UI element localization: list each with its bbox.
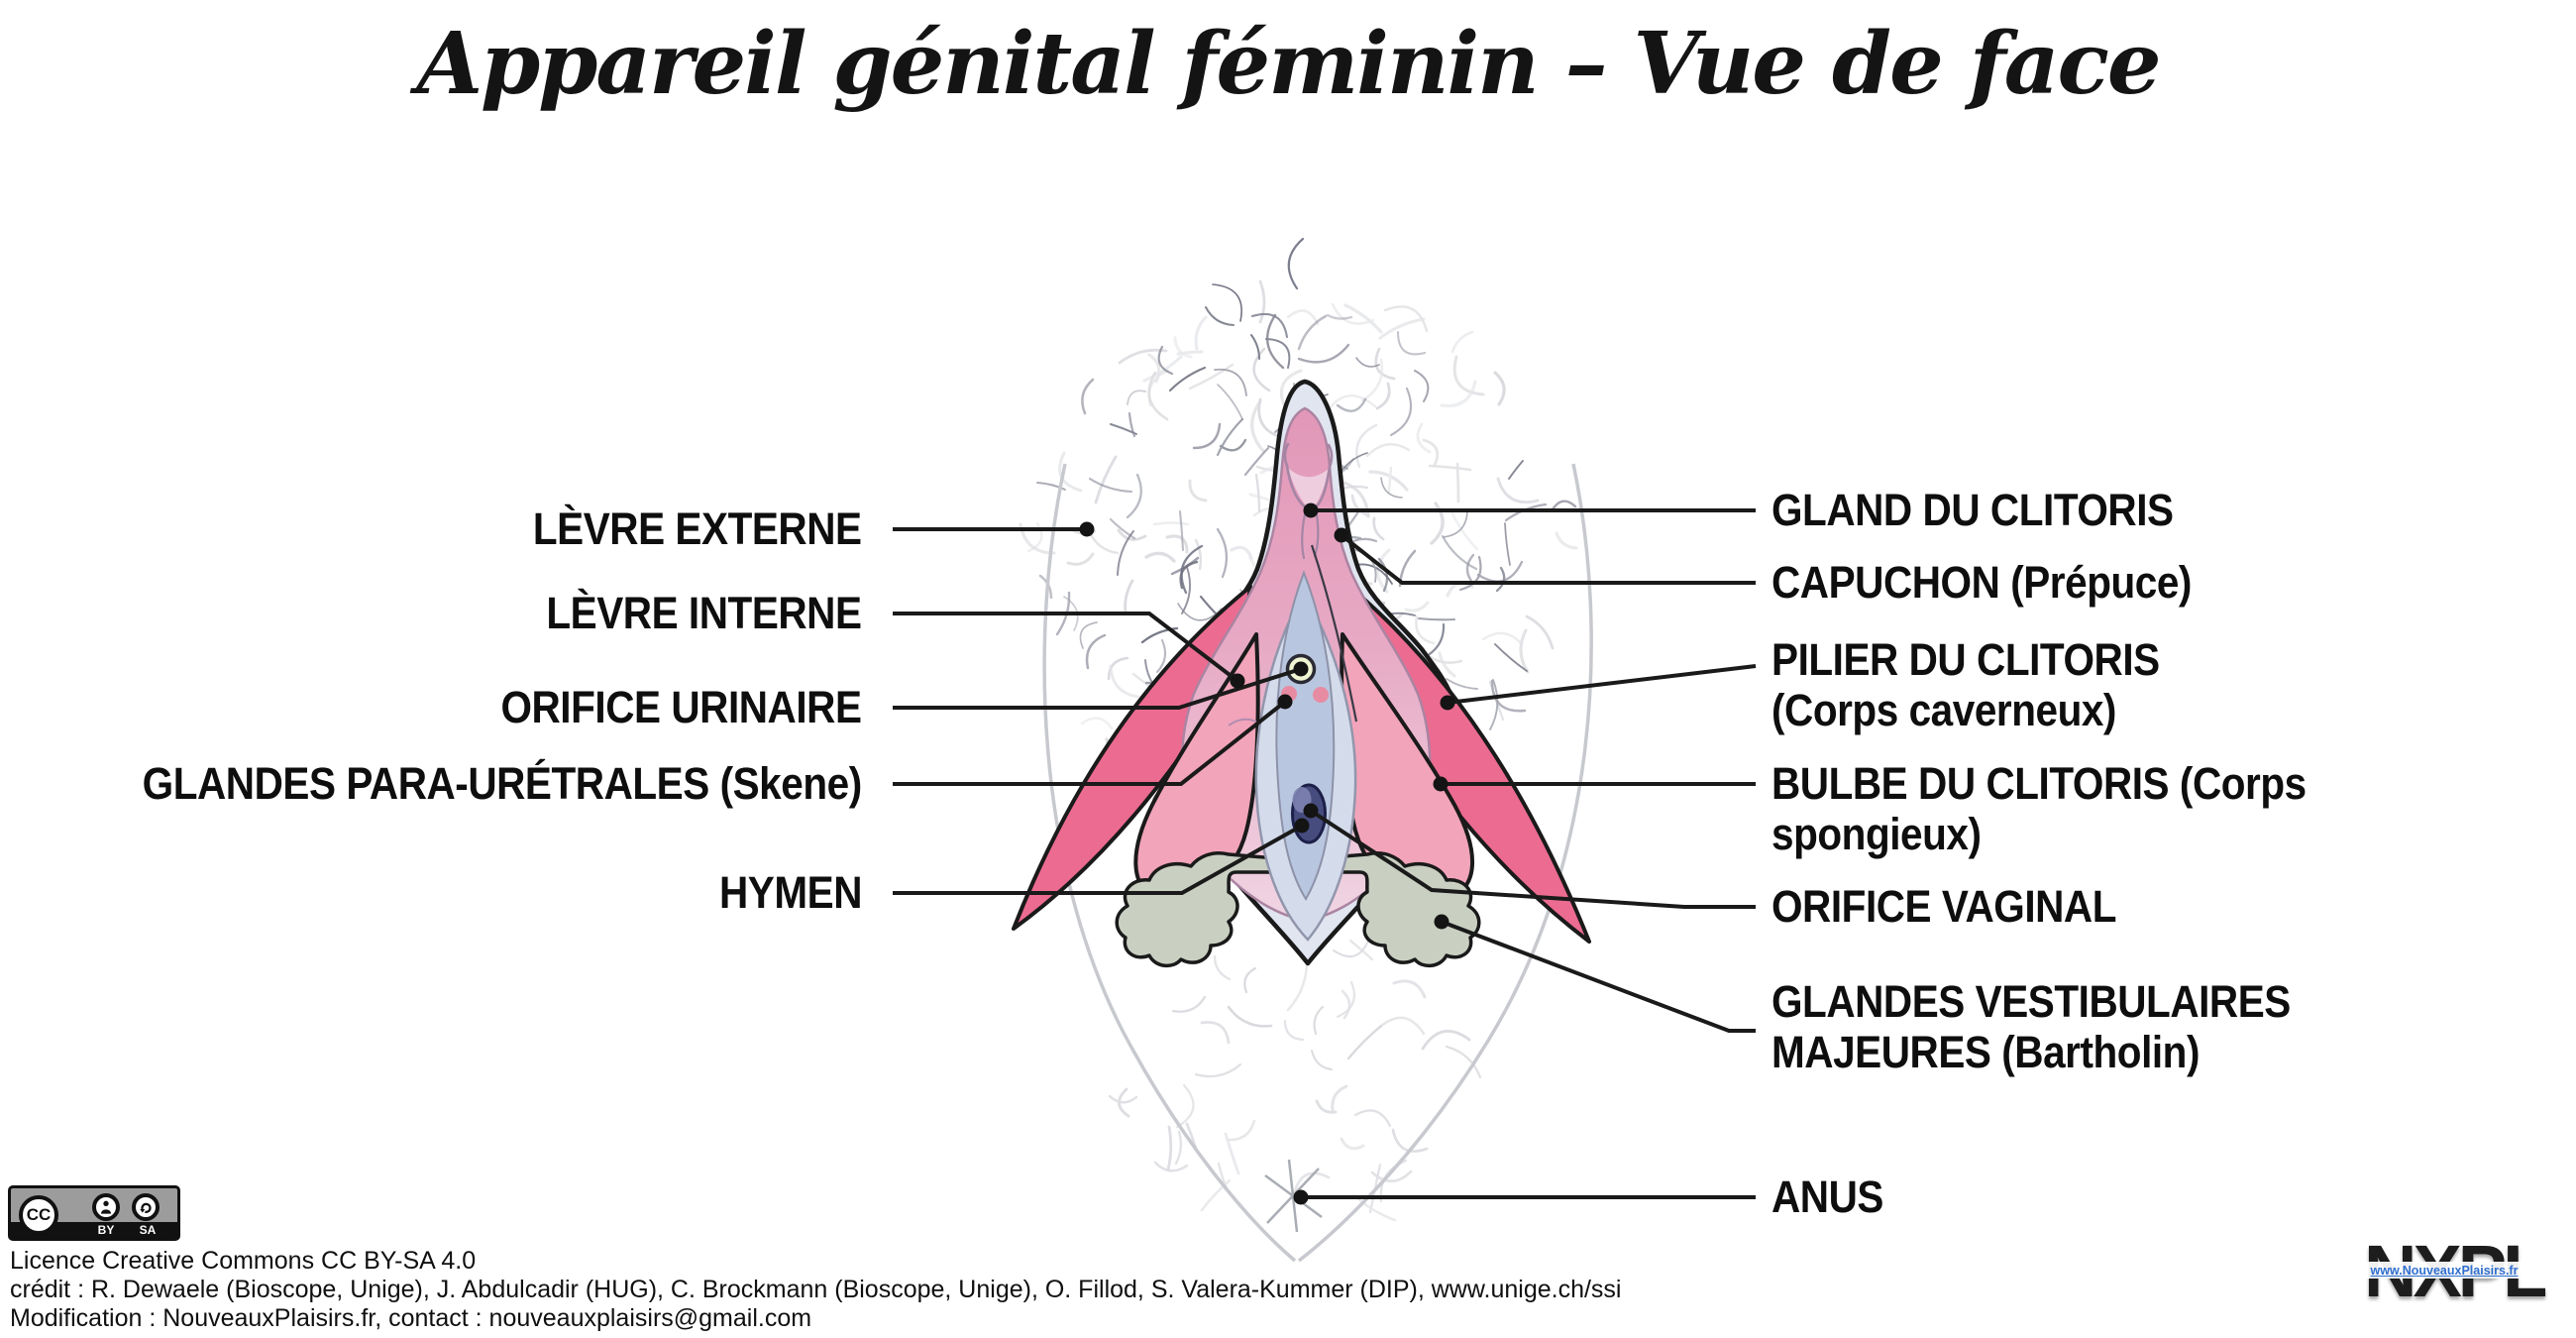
cc-icon: CC — [19, 1195, 58, 1235]
glans-fork-fill — [1288, 468, 1329, 511]
label-orifice-urinaire: ORIFICE URINAIRE — [500, 682, 863, 732]
cc-sa-text: SA — [139, 1223, 157, 1237]
nxpl-logo-url-band: www.NouveauxPlaisirs.fr — [2364, 1262, 2524, 1279]
callout-line-para-uretrales — [893, 700, 1287, 786]
label-hymen: HYMEN — [718, 867, 862, 918]
anus-mark — [1264, 1159, 1323, 1233]
label-capuchon: CAPUCHON (Prépuce) — [1771, 557, 2192, 608]
callout-line-vestibulaires — [1441, 920, 1756, 1033]
label-levre-externe: LÈVRE EXTERNE — [533, 503, 862, 554]
labia-fold-left — [1228, 718, 1257, 726]
cc-by-person-icon — [92, 1193, 120, 1221]
modification-line: Modification : NouveauxPlaisirs.fr, cont… — [10, 1304, 812, 1332]
bartholin-gland-left — [1115, 851, 1278, 968]
paraurethral-gland-right — [1313, 687, 1329, 703]
page-title: Appareil génital féminin – Vue de face — [416, 14, 2161, 114]
labia-fold-right — [1310, 544, 1358, 723]
nxpl-logo: NXPL www.NouveauxPlaisirs.fr — [2364, 1235, 2547, 1308]
label-pilier-du-clitoris: PILIER DU CLITORIS (Corps caverneux) — [1771, 634, 2160, 735]
label-glandes-para-uretrales: GLANDES PARA-URÉTRALES (Skene) — [142, 758, 863, 809]
label-anus: ANUS — [1771, 1171, 1883, 1222]
callout-line-pilier — [1447, 664, 1757, 705]
bartholin-gland-right — [1318, 851, 1481, 968]
callout-line-orifice-urinaire — [893, 667, 1302, 710]
label-gland-du-clitoris: GLAND DU CLITORIS — [1771, 485, 2174, 535]
nxpl-logo-url: www.NouveauxPlaisirs.fr — [2370, 1263, 2519, 1278]
cc-by-text: BY — [97, 1223, 115, 1237]
label-glandes-vestibulaires: GLANDES VESTIBULAIRES MAJEURES (Bartholi… — [1771, 976, 2291, 1077]
label-orifice-vaginal: ORIFICE VAGINAL — [1771, 881, 2117, 932]
cc-sa-arrow-icon — [132, 1193, 160, 1221]
cc-license-badge: BY SA CC — [8, 1185, 180, 1241]
label-levre-interne: LÈVRE INTERNE — [546, 588, 863, 638]
callout-line-hymen — [893, 824, 1303, 895]
callout-line-orifice-vaginal — [1309, 809, 1756, 909]
callout-dots — [1079, 502, 1455, 1205]
label-bulbe-du-clitoris: BULBE DU CLITORIS (Corps spongieux) — [1771, 758, 2307, 859]
credit-line: crédit : R. Dewaele (Bioscope, Unige), J… — [10, 1276, 1622, 1303]
license-line: Licence Creative Commons CC BY-SA 4.0 — [10, 1247, 477, 1275]
callout-lines — [893, 508, 1757, 1199]
callout-line-capuchon — [1340, 533, 1756, 585]
callout-line-levre-interne — [893, 612, 1239, 683]
